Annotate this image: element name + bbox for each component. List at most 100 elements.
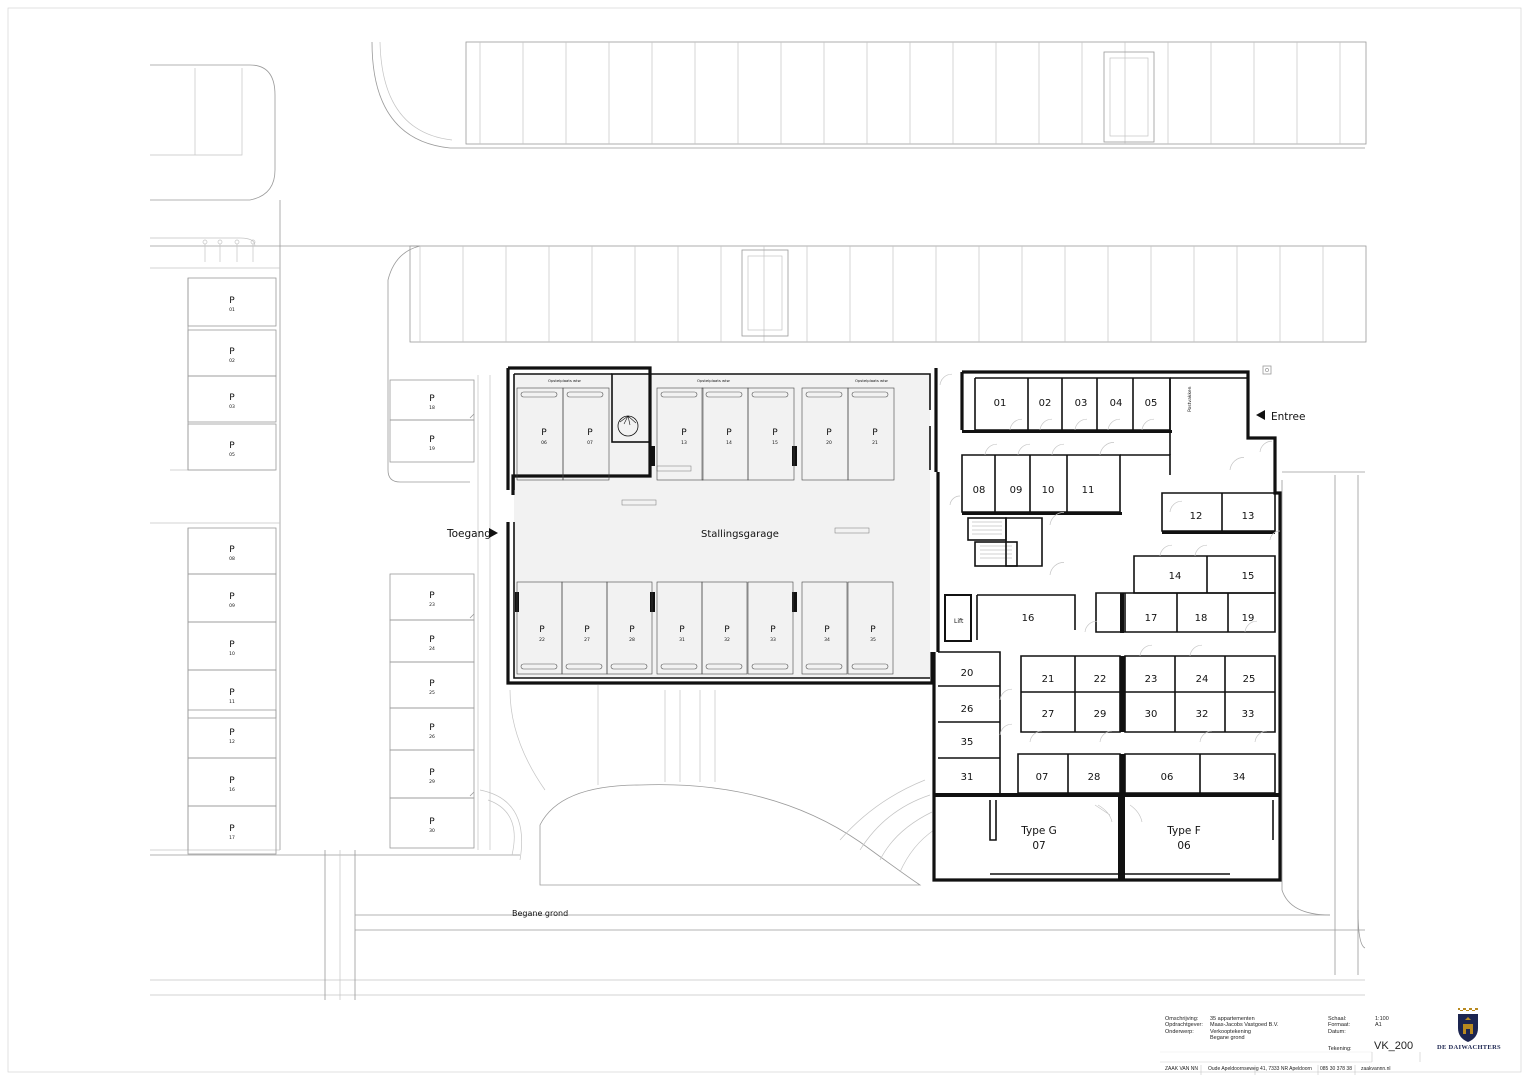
type-g-name: Type G	[1020, 825, 1057, 837]
parking-letter: P	[229, 592, 235, 602]
unit-number: 14	[1169, 571, 1182, 582]
unit-number: 04	[1110, 398, 1123, 409]
footer-phone: 085 30 378 38	[1320, 1066, 1352, 1072]
type-g-number: 07	[1032, 840, 1045, 852]
unit-number: 20	[961, 668, 974, 679]
omschrijving-label: Omschrijving:	[1165, 1016, 1199, 1022]
onderwerp-value-1: Verkooptekening	[1210, 1029, 1251, 1035]
garage-parking-letter: P	[629, 625, 635, 635]
parking-letter: P	[429, 635, 435, 645]
parking-letter: P	[429, 679, 435, 689]
garage-parking-number: 22	[539, 637, 545, 643]
unit-number: 02	[1039, 398, 1052, 409]
garage: P06P07P13P14P15P20P21P22P27P28P31P32P33P…	[506, 366, 938, 685]
title-block-frame	[1160, 1051, 1421, 1075]
formaat-value: A1	[1375, 1022, 1382, 1028]
onderwerp-label: Onderwerp:	[1165, 1029, 1194, 1035]
parking-letter: P	[429, 723, 435, 733]
unit-number: 08	[973, 485, 986, 496]
parking-letter: P	[229, 545, 235, 555]
unit-number: 05	[1145, 398, 1158, 409]
apartment-building	[932, 365, 1282, 882]
parking-number: 03	[229, 404, 235, 410]
parking-number: 01	[229, 307, 235, 313]
parking-number: 19	[429, 446, 435, 452]
parking-letter: P	[229, 688, 235, 698]
garage-parking-letter: P	[770, 625, 776, 635]
garage-parking-letter: P	[726, 428, 732, 438]
opdrachtgever-value: Maas-Jacobs Vastgoed B.V.	[1210, 1022, 1279, 1028]
bike-label-3: Opstelplaats wtw	[855, 378, 888, 383]
garage-parking-letter: P	[724, 625, 730, 635]
garage-parking-letter: P	[870, 625, 876, 635]
plan-labels: Entree Toegang Stallingsgarage Begane gr…	[446, 378, 1305, 918]
site-context	[150, 41, 1367, 1000]
garage-parking-number: 14	[726, 440, 732, 446]
garage-parking-letter: P	[587, 428, 593, 438]
parking-number: 23	[429, 602, 435, 608]
unit-number: 35	[961, 737, 974, 748]
parking-letter: P	[229, 824, 235, 834]
unit-number: 11	[1082, 485, 1095, 496]
unit-number: 24	[1196, 674, 1209, 685]
parking-number: 12	[229, 739, 235, 745]
garage-parking-number: 35	[870, 637, 876, 643]
garage-parking-letter: P	[772, 428, 778, 438]
parking-number: 16	[229, 787, 235, 793]
unit-number: 15	[1242, 571, 1255, 582]
unit-number: 28	[1088, 772, 1101, 783]
bike-label-1: Opstelplaats wtw	[548, 378, 581, 383]
lift-label: Lift	[954, 618, 964, 625]
garage-parking-number: 27	[584, 637, 590, 643]
parking-letter: P	[229, 728, 235, 738]
parking-letter: P	[429, 591, 435, 601]
opdrachtgever-label: Opdrachtgever:	[1165, 1022, 1203, 1028]
logo-emblem	[1458, 1008, 1478, 1042]
formaat-label: Formaat:	[1328, 1022, 1351, 1028]
schaal-label: Schaal:	[1328, 1016, 1347, 1022]
parking-number: 09	[229, 603, 235, 609]
unit-number: 29	[1094, 709, 1107, 720]
unit-number: 27	[1042, 709, 1055, 720]
garage-parking-letter: P	[872, 428, 878, 438]
datum-label: Datum:	[1328, 1029, 1346, 1035]
bike-label-2: Opstelplaats wtw	[697, 378, 730, 383]
parking-letter: P	[229, 347, 235, 357]
stallingsgarage-label: Stallingsgarage	[701, 529, 779, 540]
parking-number: 24	[429, 646, 435, 652]
parking-number: 05	[229, 452, 235, 458]
unit-number: 01	[994, 398, 1007, 409]
parking-letter: P	[429, 435, 435, 445]
unit-number: 18	[1195, 613, 1208, 624]
garage-parking-letter: P	[539, 625, 545, 635]
parking-number: 18	[429, 405, 435, 411]
unit-number: 19	[1242, 613, 1255, 624]
garage-parking-number: 34	[824, 637, 830, 643]
parking-number: 25	[429, 690, 435, 696]
type-f-name: Type F	[1166, 825, 1201, 837]
unit-number: 21	[1042, 674, 1055, 685]
garage-parking-number: 31	[679, 637, 685, 643]
unit-number: 17	[1145, 613, 1158, 624]
garage-parking-letter: P	[824, 625, 830, 635]
parking-letter: P	[429, 817, 435, 827]
garage-parking-letter: P	[679, 625, 685, 635]
schaal-value: 1:100	[1375, 1016, 1389, 1022]
garage-parking-number: 15	[772, 440, 778, 446]
footer-office: ZAAK VAN NN	[1165, 1066, 1198, 1072]
unit-number: 13	[1242, 511, 1255, 522]
postvakken-label: Postvakken	[1187, 386, 1193, 412]
onderwerp-value-2: Begane grond	[1210, 1035, 1245, 1041]
unit-number: 34	[1233, 772, 1246, 783]
parking-letter: P	[229, 441, 235, 451]
type-f-number: 06	[1177, 840, 1191, 852]
garage-parking-letter: P	[584, 625, 590, 635]
parking-number: 30	[429, 828, 435, 834]
entree-label: Entree	[1271, 411, 1305, 423]
parking-number: 08	[229, 556, 235, 562]
parking-letter: P	[229, 296, 235, 306]
garage-parking-number: 21	[872, 440, 878, 446]
unit-number: 26	[961, 704, 974, 715]
